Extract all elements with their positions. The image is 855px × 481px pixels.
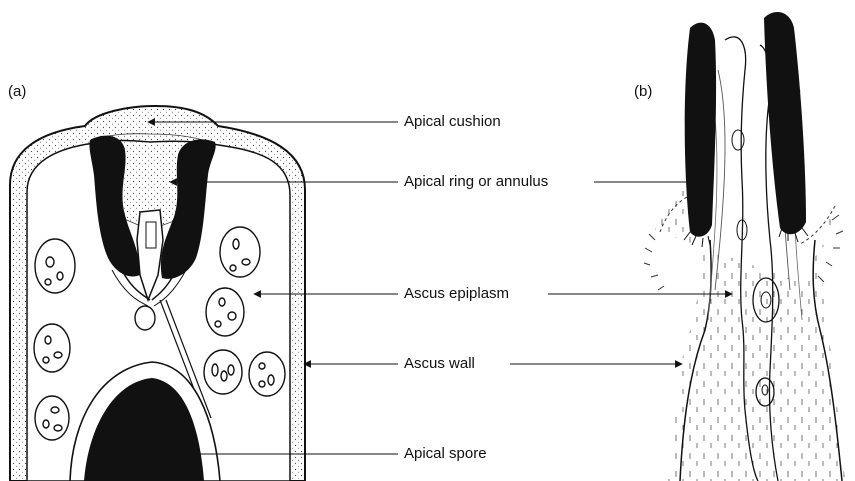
label-apical-ring: Apical ring or annulus <box>404 174 548 189</box>
label-ascus-epiplasm: Ascus epiplasm <box>404 286 509 301</box>
label-ascus-wall: Ascus wall <box>404 356 475 371</box>
panel-a-letter: (a) <box>8 84 26 99</box>
label-apical-spore: Apical spore <box>404 446 487 461</box>
panel-b-drawing <box>644 12 845 481</box>
apical-ring-b-right <box>764 12 806 234</box>
label-apical-cushion: Apical cushion <box>404 114 501 129</box>
panel-b-letter: (b) <box>634 84 652 99</box>
apical-ring-b-left <box>685 23 716 237</box>
